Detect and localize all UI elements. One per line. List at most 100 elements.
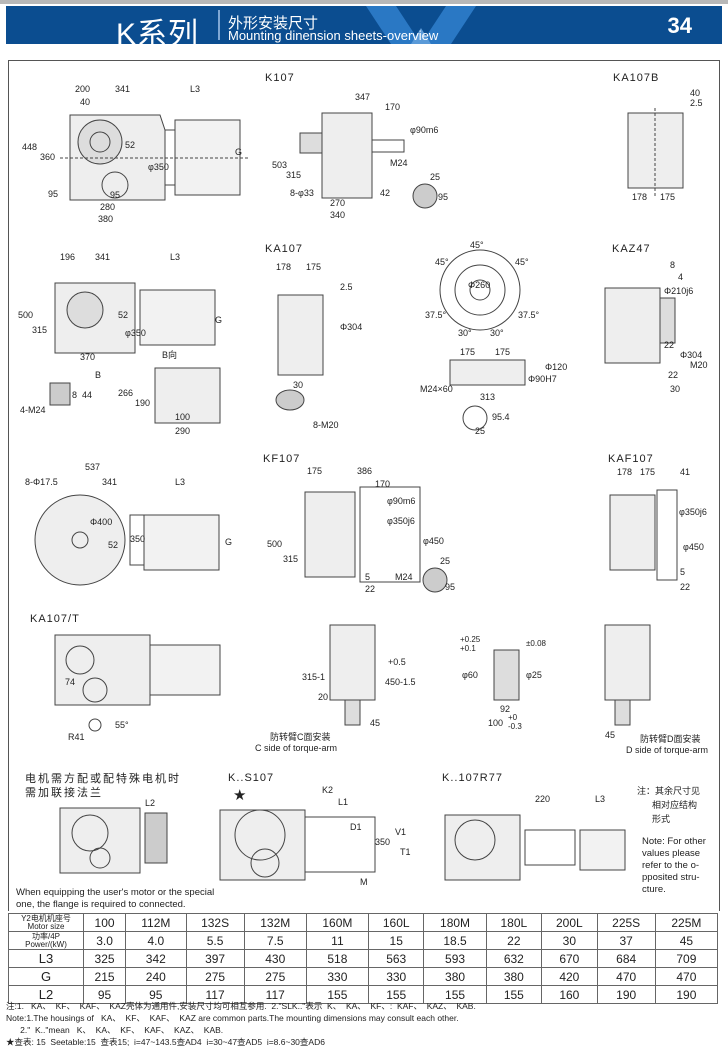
table-cell: 95 — [82, 985, 127, 1004]
dim-phi90h7: Φ90H7 — [528, 374, 557, 384]
page-number: 34 — [667, 13, 692, 38]
dim-44: 44 — [82, 390, 92, 400]
dim-500: 500 — [267, 539, 282, 549]
dim-8phi33: 8-φ33 — [290, 188, 314, 198]
dim-8phi17-5: 8-Φ17.5 — [25, 477, 58, 487]
dim-plus0-5: +0.5 — [388, 657, 406, 667]
side-note-cn-1: 注：其余尺寸见 — [637, 786, 701, 796]
k107-side-drawing: 347 170 φ90m6 503 315 8-φ33 M24 25 95 42… — [272, 92, 448, 220]
header-decoration — [366, 6, 476, 44]
dim-30-left: 30° — [458, 328, 472, 338]
table-cell: 160M — [305, 913, 369, 932]
dim-178: 178 — [617, 467, 632, 477]
dim-175-left: 175 — [460, 347, 475, 357]
dim-2-5: 2.5 — [690, 98, 703, 108]
dim-phi350j6: φ350j6 — [679, 507, 707, 517]
dim-k2: K2 — [322, 785, 333, 795]
table-cell: 225M — [654, 913, 719, 932]
dim-l2: L2 — [145, 798, 155, 808]
dim-l3: L3 — [170, 252, 180, 262]
dim-phi90m6: φ90m6 — [410, 125, 438, 135]
dim-537: 537 — [85, 462, 100, 472]
dim-phi260: Φ260 — [468, 280, 490, 290]
dim-22-v: 22 — [664, 340, 674, 350]
footnote-3: 2." K.."mean K、 KA、 KF、 KAF、 KAZ、 KAB. — [6, 1025, 224, 1035]
dim-minus0-3: -0.3 — [508, 722, 522, 731]
dim-360: 360 — [40, 152, 55, 162]
dim-22: 22 — [668, 370, 678, 380]
user-motor-note-cn-2: 需加联接法兰 — [25, 787, 103, 799]
dim-175: 175 — [660, 192, 675, 202]
user-motor-note-en-2: one, the flange is required to connected… — [16, 899, 186, 910]
dim-315-1: 315-1 — [302, 672, 325, 682]
table-cell: 709 — [654, 949, 719, 968]
side-note-cn-3: 形式 — [652, 814, 671, 824]
footnote-1: 注:1. KA、 KF、 KAF、 KAZ壳体为通用件,安装尺寸均可相互参用. … — [6, 1001, 476, 1011]
dim-phi400: Φ400 — [90, 517, 112, 527]
dim-95: 95 — [445, 582, 455, 592]
dim-178: 178 — [276, 262, 291, 272]
dim-45-right: 45° — [515, 257, 529, 267]
dim-22: 22 — [680, 582, 690, 592]
dim-196: 196 — [60, 252, 75, 262]
dim-phi304: Φ304 — [340, 322, 362, 332]
kf107-front-drawing: 537 8-Φ17.5 341 L3 Φ400 52 350 G — [25, 462, 232, 600]
dim-100: 100 — [175, 412, 190, 422]
dim-92: 92 — [500, 704, 510, 714]
star-icon: ★ — [233, 787, 248, 804]
dim-100: 100 — [488, 718, 503, 728]
dim-8: 8 — [72, 390, 77, 400]
user-motor-note-cn-1: 电机需方配或配特殊电机时 — [25, 773, 181, 785]
dim-l3: L3 — [175, 477, 185, 487]
kf107-side-drawing: 175 386 170 φ90m6 φ350j6 φ450 500 315 M2… — [267, 466, 455, 594]
dim-phi350: φ350 — [148, 162, 169, 172]
k107-front-dims: 200 341 L3 40 448 360 52 φ350 G 95 95 28… — [22, 84, 242, 224]
dim-341: 341 — [102, 477, 117, 487]
dim-40: 40 — [690, 88, 700, 98]
dim-380: 380 — [98, 214, 113, 224]
dim-52: 52 — [125, 140, 135, 150]
dim-25: 25 — [440, 556, 450, 566]
dim-190: 190 — [135, 398, 150, 408]
side-note-cn-2: 相对应结构 — [652, 800, 698, 810]
dim-266: 266 — [118, 388, 133, 398]
dim-175: 175 — [306, 262, 321, 272]
table-cell: 632 — [485, 949, 543, 968]
table-cell: 180M — [423, 913, 487, 932]
dim-37-5-left: 37.5° — [425, 310, 447, 320]
side-note-en-4: pposited stru- — [642, 872, 700, 883]
title-cn: 外形安装尺寸 — [228, 15, 319, 32]
dim-22: 22 — [365, 584, 375, 594]
row-header: G — [8, 967, 84, 986]
dim-25: 25 — [475, 426, 485, 436]
dim-30-right: 30° — [490, 328, 504, 338]
ka107-front-drawing: 196 341 L3 500 315 52 φ350 G 370 B B向 26… — [18, 252, 222, 436]
dim-220: 220 — [535, 794, 550, 804]
dim-d1: D1 — [350, 822, 362, 832]
dim-313: 313 — [480, 392, 495, 402]
table-cell: 155 — [485, 985, 543, 1004]
dim-200: 200 — [75, 84, 90, 94]
dim-45-top: 45° — [470, 240, 484, 250]
dim-386: 386 — [357, 466, 372, 476]
row-header-en: Motor size — [27, 921, 65, 931]
dim-2-5: 2.5 — [340, 282, 353, 292]
k107r77-drawing: 220 L3 — [440, 794, 630, 885]
table-cell: 342 — [125, 949, 187, 968]
dim-95: 95 — [438, 192, 448, 202]
footnotes: 注:1. KA、 KF、 KAF、 KAZ壳体为通用件,安装尺寸均可相互参用. … — [6, 1000, 476, 1048]
dim-30: 30 — [670, 384, 680, 394]
dim-g: G — [215, 315, 222, 325]
dim-phi25: φ25 — [526, 670, 542, 680]
table-cell: 330 — [305, 967, 369, 986]
table-cell: 37 — [596, 931, 656, 950]
dim-phi350j6: φ350j6 — [387, 516, 415, 526]
dim-phi60: φ60 — [462, 670, 478, 680]
dim-t1: T1 — [400, 847, 411, 857]
torque-d-caption-cn: 防转臂D面安装 — [640, 734, 701, 744]
dim-370: 370 — [80, 352, 95, 362]
dim-175: 175 — [307, 466, 322, 476]
dim-m20: M20 — [690, 360, 708, 370]
drawing-panel — [8, 60, 720, 911]
